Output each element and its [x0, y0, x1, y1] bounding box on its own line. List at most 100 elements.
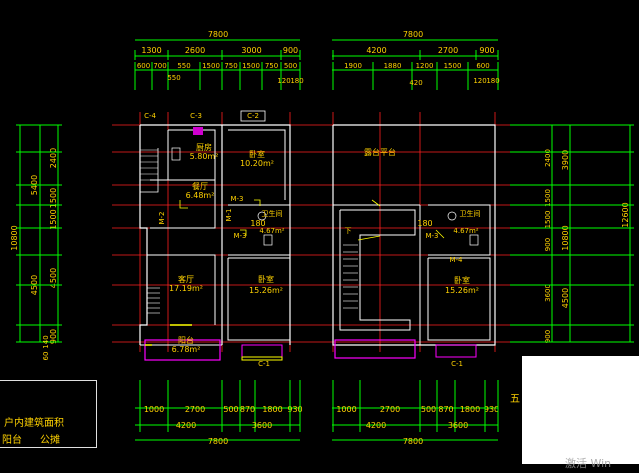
dim-extra-right-label: 120 — [473, 77, 486, 85]
dim-top-row2-left-label: 1500 — [202, 62, 220, 70]
dim-bottom-row-left-label: 1800 — [262, 405, 282, 414]
dim-top-overall-right-label: 7800 — [403, 30, 423, 39]
room-bedroom-top-label: 卧室 — [249, 149, 265, 159]
dim-bottom-row-left-label: 1000 — [144, 405, 164, 414]
room-terrace-label: 露台平台 — [364, 147, 396, 157]
door-arc-right — [371, 199, 381, 207]
wall-bedroom-right — [427, 257, 491, 341]
dim-right-outer-label: 12600 — [621, 202, 630, 227]
activation-watermark: 激活 Win — [565, 457, 612, 470]
info-row-balcony: 阳台 — [2, 435, 22, 446]
dim-bottom-row-right-label: 870 — [438, 405, 453, 414]
window-tag-c1-right: C-1 — [451, 360, 463, 368]
stair-arrow-right — [357, 235, 381, 241]
door-tag-m2: M-2 — [158, 211, 166, 224]
dim-bottom-sub-left-label: 3600 — [252, 421, 272, 430]
room-bedroom-bottom-area: 15.26m² — [249, 286, 283, 295]
bay-window-left — [241, 344, 283, 358]
dim-extra-right-label: 180 — [486, 77, 499, 85]
dim-bottom-row-right-label: 1000 — [336, 405, 356, 414]
dim-left-outer-label: 10800 — [10, 225, 19, 250]
dim-top-row1-left-label: 1300 — [141, 46, 161, 55]
dim-bottom-sub-right-label: 3600 — [448, 421, 468, 430]
window-tag-c2: C-2 — [247, 112, 259, 120]
dim-bottom-sub-right-label: 4200 — [366, 421, 386, 430]
wall-left-bedroom-top — [228, 129, 286, 200]
dim-bottom-sub-left-label: 4200 — [176, 421, 196, 430]
room-bath-area: 4.67m² — [259, 227, 284, 235]
room-bedroom-right-area: 15.26m² — [445, 286, 479, 295]
dim-left-inner-label: 4500 — [49, 268, 58, 288]
dim-extra-left-label: 180 — [290, 77, 303, 85]
dim-top-row2-left-label: 600 — [137, 62, 150, 70]
balcony-outline — [144, 339, 221, 361]
room-living-area: 17.19m² — [169, 284, 203, 293]
door-tag-m3-b: M-3 — [233, 232, 246, 240]
door-arc-2 — [240, 229, 247, 236]
toilet-right — [447, 211, 457, 221]
basin-right — [469, 234, 479, 246]
door-dining — [179, 200, 188, 209]
room-bath-label: 卫生间 — [262, 209, 283, 218]
dim-top-row2-right-label: 1500 — [444, 62, 462, 70]
dim-right-inner-label: 900 — [544, 238, 552, 251]
dim-bottom-row-right-label: 1800 — [460, 405, 480, 414]
room-dining-area: 6.48m² — [186, 191, 215, 200]
door-arc-1 — [254, 199, 261, 206]
dim-bottom-row-left-label: 500 — [223, 405, 238, 414]
side-label: 五 — [510, 394, 520, 405]
bay-window-sill-left — [241, 356, 283, 361]
info-row-title: 户内建筑面积 — [4, 418, 64, 429]
dim-top-row2-right-label: 1880 — [384, 62, 402, 70]
room-balcony-label: 阳台 — [178, 335, 194, 345]
wall-bath-left — [228, 204, 291, 256]
door-tag-m3-a: M-3 — [230, 195, 243, 203]
window-tag-c2-box — [240, 110, 266, 122]
dim-bottom-overall-right-label: 7800 — [403, 437, 423, 446]
dim-top-row2-right-label: 1900 — [344, 62, 362, 70]
window-tag-c3: C-3 — [190, 112, 202, 120]
overlay-box — [522, 356, 639, 464]
room-bedroom-top-area: 10.20m² — [240, 159, 274, 168]
dim-bottom-row-right-label: 930 — [484, 405, 499, 414]
room-balcony-area: 6.78m² — [172, 345, 201, 354]
dim-top-row1-left-label: 900 — [283, 46, 298, 55]
dim-right-inner-label: 2400 — [544, 149, 552, 167]
stair-down-label: 下 — [345, 227, 352, 235]
dim-top-overall-left-label: 7800 — [208, 30, 228, 39]
dim-left-inner-label: 900 — [49, 329, 58, 344]
wall-left-westside — [139, 125, 148, 345]
room-bedroom-right-label: 卧室 — [454, 275, 470, 285]
room-kitchen-label: 厨房 — [196, 142, 212, 152]
window-tag-c1-left: C-1 — [258, 360, 270, 368]
dim-bottom-row-right-label: 500 — [421, 405, 436, 414]
basin-left — [263, 234, 273, 246]
kitchen-stove — [193, 127, 203, 135]
tag-180-right: 180 — [417, 219, 432, 228]
bay-window-right — [435, 344, 477, 358]
dim-right-inner-label: 1500 — [544, 211, 552, 229]
dim-top-row2-left-label: 700 — [153, 62, 166, 70]
wall-dining — [150, 179, 216, 229]
dim-bottom-row-left-label: 930 — [287, 405, 302, 414]
dim-top-row1-right-label: 2700 — [438, 46, 458, 55]
wall-bedroom-bottom — [227, 257, 291, 341]
door-tag-m1: M-1 — [225, 208, 233, 221]
dim-right-mid-label: 10800 — [561, 225, 570, 250]
door-tag-m4-right: M-4 — [449, 256, 463, 264]
dim-right-inner-label: 900 — [544, 330, 552, 343]
kitchen-sink — [171, 147, 181, 161]
dim-top-row2-left-label: 750 — [224, 62, 237, 70]
tag-180-left: 180 — [250, 219, 265, 228]
room-bath-right-area: 4.67m² — [453, 227, 478, 235]
dim-top-row2-left-label: 500 — [284, 62, 297, 70]
room-kitchen-area: 5.80m² — [190, 152, 219, 161]
area-info-panel: 户内建筑面积 阳台 公摊 — [0, 380, 97, 448]
room-bedroom-bottom-label: 卧室 — [258, 274, 274, 284]
dim-top-row2-left-label: 1500 — [242, 62, 260, 70]
door-arc-right-2 — [435, 229, 445, 239]
window-tag-c4: C-4 — [144, 112, 156, 120]
dim-top-row2-left-label: 550 — [177, 62, 190, 70]
